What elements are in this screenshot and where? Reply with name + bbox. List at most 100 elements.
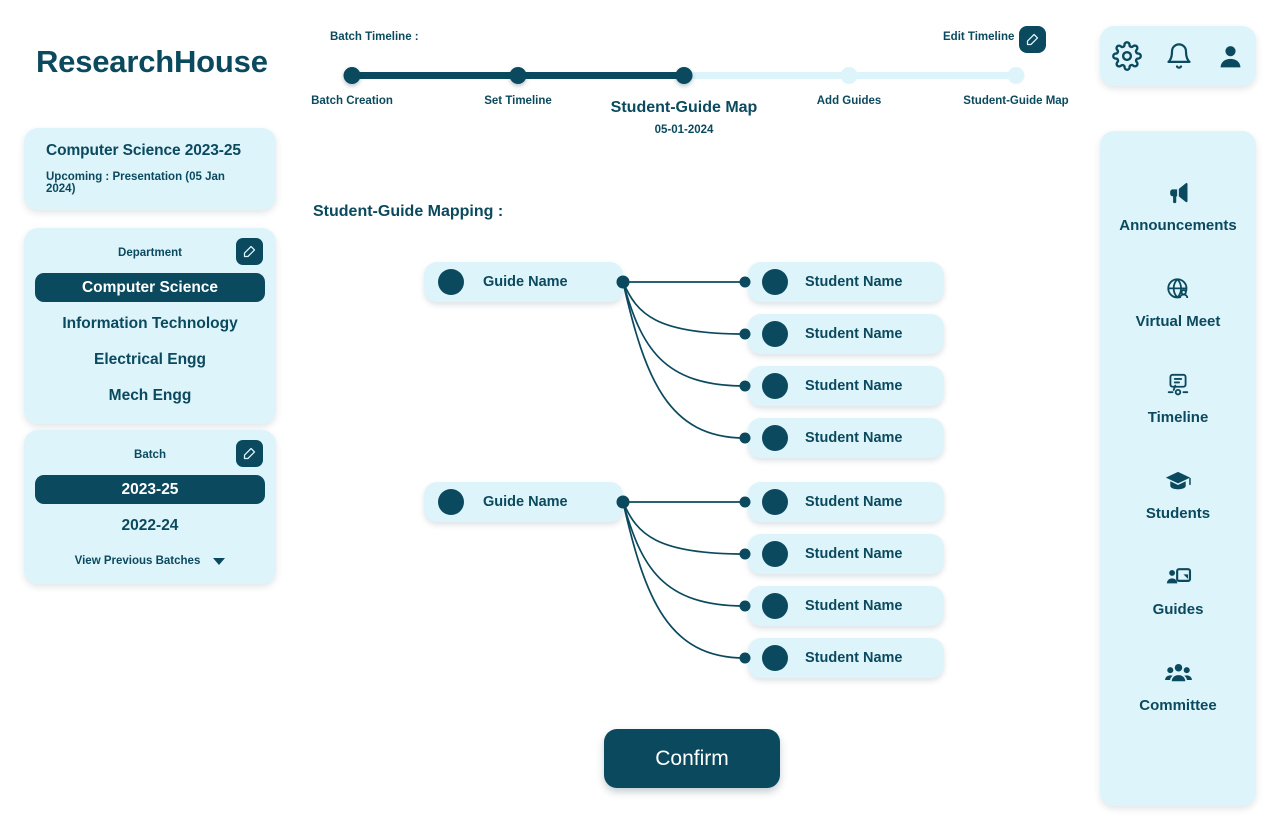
- avatar: [762, 645, 788, 671]
- timeline-icon: [1165, 372, 1191, 398]
- edit-batch-button[interactable]: [236, 440, 263, 467]
- current-batch-title: Computer Science 2023-25: [46, 142, 241, 159]
- chevron-down-icon: [213, 557, 226, 565]
- avatar: [762, 541, 788, 567]
- student-connector-pin: [739, 380, 751, 392]
- edit-timeline-label: Edit Timeline: [943, 31, 1015, 43]
- avatar: [438, 269, 464, 295]
- student-name-label: Student Name: [805, 274, 903, 290]
- avatar: [762, 425, 788, 451]
- rail-label-virtual-meet: Virtual Meet: [1135, 313, 1221, 330]
- student-name-label: Student Name: [805, 598, 903, 614]
- timeline-step-label-1: Set Timeline: [484, 95, 552, 107]
- student-node[interactable]: Student Name: [748, 638, 944, 678]
- rail-label-guides: Guides: [1152, 601, 1204, 618]
- confirm-button[interactable]: Confirm: [604, 729, 780, 788]
- guide-connector-hub: [616, 275, 630, 289]
- edit-pencil-icon: [1026, 33, 1039, 46]
- mapping-edge: [622, 501, 746, 659]
- department-panel-title: Department: [118, 247, 182, 259]
- people-group-icon: [1164, 660, 1193, 686]
- mapping-edge: [622, 281, 746, 387]
- timeline-node-0[interactable]: [343, 67, 361, 84]
- batch-option-2023-25[interactable]: 2023-25: [35, 475, 265, 504]
- student-connector-pin: [739, 276, 751, 288]
- mapping-section-title: Student-Guide Mapping :: [313, 203, 504, 220]
- rail-item-students[interactable]: Students: [1100, 447, 1256, 543]
- student-connector-pin: [739, 652, 751, 664]
- rail-label-students: Students: [1145, 505, 1211, 522]
- top-icon-bar: [1100, 26, 1256, 86]
- timeline-node-3[interactable]: [840, 67, 858, 84]
- department-option-information-technology[interactable]: Information Technology: [62, 315, 238, 332]
- department-option-electrical-engg[interactable]: Electrical Engg: [94, 351, 206, 368]
- timeline-active-date: 05-01-2024: [654, 124, 714, 136]
- rail-label-announcements: Announcements: [1119, 217, 1237, 234]
- rail-item-announcements[interactable]: Announcements: [1100, 159, 1256, 255]
- timeline-step-label-3: Add Guides: [816, 95, 882, 107]
- rail-item-timeline[interactable]: Timeline: [1100, 351, 1256, 447]
- avatar: [762, 321, 788, 347]
- graduation-cap-icon: [1164, 468, 1192, 494]
- right-nav-rail: Announcements Virtual Meet: [1100, 131, 1256, 806]
- student-node[interactable]: Student Name: [748, 314, 944, 354]
- presenter-icon: [1165, 564, 1192, 590]
- student-name-label: Student Name: [805, 546, 903, 562]
- batch-timeline-label: Batch Timeline :: [330, 31, 419, 43]
- student-node[interactable]: Student Name: [748, 418, 944, 458]
- gear-icon[interactable]: [1111, 41, 1142, 71]
- avatar: [762, 489, 788, 515]
- student-connector-pin: [739, 496, 751, 508]
- student-node[interactable]: Student Name: [748, 366, 944, 406]
- view-previous-batches-label: View Previous Batches: [74, 555, 201, 567]
- current-batch-upcoming: Upcoming : Presentation (05 Jan 2024): [46, 171, 225, 195]
- student-name-label: Student Name: [805, 494, 903, 510]
- globe-user-icon: [1165, 276, 1192, 302]
- avatar: [762, 269, 788, 295]
- batch-panel-title: Batch: [134, 449, 166, 461]
- department-option-mech-engg[interactable]: Mech Engg: [108, 387, 192, 404]
- guide-node[interactable]: Guide Name: [424, 262, 623, 302]
- edit-timeline-button[interactable]: [1019, 26, 1046, 53]
- edit-pencil-icon: [243, 245, 256, 258]
- timeline-node-4[interactable]: [1007, 67, 1025, 84]
- rail-item-guides[interactable]: Guides: [1100, 543, 1256, 639]
- megaphone-icon: [1165, 180, 1192, 206]
- student-name-label: Student Name: [805, 326, 903, 342]
- student-connector-pin: [739, 432, 751, 444]
- timeline-step-label-4: Student-Guide Map: [963, 95, 1069, 107]
- mapping-edge: [622, 501, 746, 555]
- guide-node[interactable]: Guide Name: [424, 482, 623, 522]
- mapping-edge: [622, 281, 746, 439]
- rail-label-committee: Committee: [1139, 697, 1217, 714]
- bell-icon[interactable]: [1165, 42, 1193, 70]
- student-node[interactable]: Student Name: [748, 586, 944, 626]
- timeline-step-label-0: Batch Creation: [311, 95, 393, 107]
- batch-option-2022-24[interactable]: 2022-24: [121, 517, 179, 534]
- timeline-node-1[interactable]: [509, 67, 527, 84]
- avatar: [762, 373, 788, 399]
- user-icon[interactable]: [1216, 42, 1245, 71]
- student-node[interactable]: Student Name: [748, 262, 944, 302]
- batch-panel: Batch 2023-25 2022-24 View Previous Batc…: [24, 430, 276, 584]
- timeline-node-2[interactable]: [675, 67, 693, 84]
- student-name-label: Student Name: [805, 650, 903, 666]
- mapping-edge: [622, 281, 746, 335]
- mapping-edge: [622, 501, 746, 607]
- edit-pencil-icon: [243, 447, 256, 460]
- view-previous-batches-button[interactable]: View Previous Batches: [35, 552, 265, 570]
- rail-item-committee[interactable]: Committee: [1100, 639, 1256, 735]
- student-node[interactable]: Student Name: [748, 534, 944, 574]
- department-panel: Department Computer Science Information …: [24, 228, 276, 424]
- student-node[interactable]: Student Name: [748, 482, 944, 522]
- department-option-computer-science[interactable]: Computer Science: [35, 273, 265, 302]
- edit-department-button[interactable]: [236, 238, 263, 265]
- guide-connector-hub: [616, 495, 630, 509]
- rail-item-virtual-meet[interactable]: Virtual Meet: [1100, 255, 1256, 351]
- guide-name-label: Guide Name: [483, 274, 568, 290]
- current-batch-card[interactable]: Computer Science 2023-25 Upcoming : Pres…: [24, 128, 276, 210]
- student-connector-pin: [739, 600, 751, 612]
- avatar: [762, 593, 788, 619]
- student-name-label: Student Name: [805, 430, 903, 446]
